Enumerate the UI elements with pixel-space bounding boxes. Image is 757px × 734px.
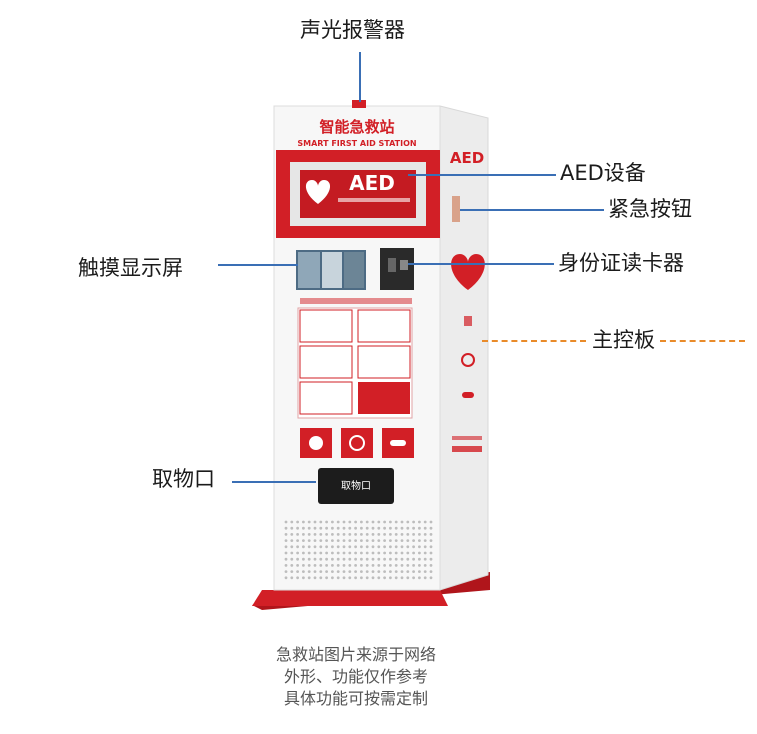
kiosk-side — [439, 105, 489, 591]
pickup-port-text: 取物口 — [341, 479, 371, 492]
pickup-port-shape[interactable] — [318, 468, 394, 504]
leader-alarm — [359, 52, 361, 102]
label-aed-device: AED设备 — [560, 161, 646, 185]
leader-main-board-left — [482, 340, 586, 342]
label-alarm: 声光报警器 — [300, 18, 405, 42]
id-reader-shape[interactable] — [380, 248, 414, 290]
side-aed-text: AED — [450, 149, 484, 167]
leader-aed-device — [408, 174, 556, 176]
label-emergency-button: 紧急按钮 — [608, 197, 692, 221]
leader-emergency-button — [460, 209, 604, 211]
kiosk-title-cn: 智能急救站 — [319, 118, 394, 136]
label-main-board: 主控板 — [592, 328, 655, 352]
vent-grille — [284, 520, 433, 580]
note-line-3: 具体功能可按需定制 — [283, 689, 428, 708]
leader-id-reader — [408, 263, 554, 265]
aed-panel-text: AED — [349, 171, 395, 195]
label-touch-screen: 触摸显示屏 — [78, 256, 183, 280]
source-note: 急救站图片来源于网络 外形、功能仅作参考 具体功能可按需定制 — [226, 644, 486, 710]
alarm-light — [352, 100, 366, 108]
label-id-reader: 身份证读卡器 — [558, 251, 684, 275]
label-pickup-port: 取物口 — [152, 467, 215, 491]
leader-touch-screen — [218, 264, 298, 266]
leader-pickup-port — [232, 481, 316, 483]
aed-heart-icon — [305, 180, 331, 204]
leader-main-board-right — [660, 340, 745, 342]
note-line-1: 急救站图片来源于网络 — [275, 645, 436, 664]
emergency-button-shape[interactable] — [452, 196, 460, 222]
kiosk-title-en: SMART FIRST AID STATION — [297, 139, 416, 148]
note-line-2: 外形、功能仅作参考 — [283, 667, 428, 686]
kiosk-base-front — [252, 590, 448, 606]
